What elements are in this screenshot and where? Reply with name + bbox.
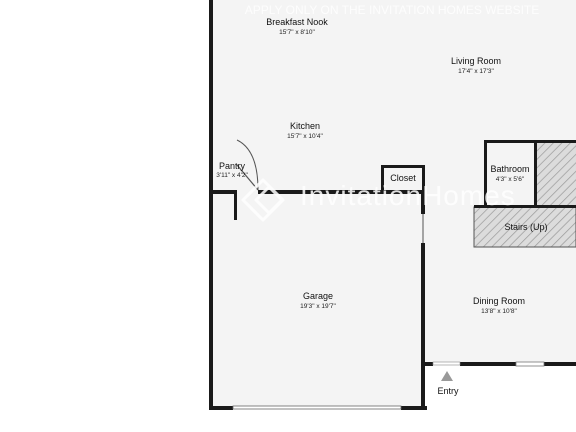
bathroom-divider-wall: [534, 140, 537, 208]
living-room-dims: 17'4" x 17'3": [458, 68, 494, 75]
stairs-top-edge: [474, 205, 576, 208]
bathroom-top-wall: [484, 140, 576, 143]
entry-arrow-icon: [441, 371, 453, 381]
garage-bottom-wall-left: [209, 406, 233, 410]
breakfast-nook-dims: 15'7" x 8'10": [279, 29, 315, 36]
room-labels: Breakfast Nook 15'7" x 8'10" Living Room…: [216, 17, 547, 396]
upper-floor-fill: [212, 0, 576, 193]
floor-area: [212, 0, 576, 408]
garage-east-wall-lower: [421, 243, 425, 410]
closet-top-wall: [381, 165, 425, 168]
dining-room-dims: 13'8" x 10'8": [481, 308, 517, 315]
dining-bottom-wall-left: [423, 362, 433, 366]
bathroom-label: Bathroom: [490, 164, 529, 174]
pantry-door-swing: [236, 164, 259, 191]
living-room-label: Living Room: [451, 56, 501, 66]
garage-dims: 19'3" x 19'7": [300, 303, 336, 310]
closet-right-wall: [422, 165, 425, 192]
breakfast-nook-label: Breakfast Nook: [266, 17, 328, 27]
entry-label: Entry: [437, 386, 459, 396]
garage-label: Garage: [303, 291, 333, 301]
watermark-banner: APPLY ONLY ON THE INVITATION HOMES WEBSI…: [245, 3, 540, 17]
garage-east-wall-upper: [421, 190, 425, 214]
bathroom-dims: 4'3" x 5'6": [496, 176, 525, 183]
garage-top-wall: [258, 190, 425, 194]
dining-window: [515, 361, 545, 367]
pantry-wall-bottom: [209, 190, 237, 194]
pantry-dims: 3'11" x 4'2": [216, 172, 248, 179]
watermark-logo-icon: [241, 178, 285, 222]
garage-door: [232, 405, 402, 410]
pantry-label: Pantry: [219, 161, 246, 171]
garage-bottom-wall-right: [401, 406, 427, 410]
bathroom-hatch: [537, 143, 576, 207]
pantry-door-jamb: [234, 193, 237, 220]
west-wall-upper: [209, 0, 213, 195]
kitchen-label: Kitchen: [290, 121, 320, 131]
watermark-logo-text: InvitationHomes: [300, 180, 516, 211]
entry-door-threshold: [432, 361, 461, 366]
west-wall-garage: [209, 190, 213, 410]
watermark: APPLY ONLY ON THE INVITATION HOMES WEBSI…: [241, 3, 540, 222]
closet-label: Closet: [390, 173, 416, 183]
bathroom-left-wall: [484, 140, 487, 208]
garage-floor-fill: [212, 193, 423, 408]
kitchen-dims: 15'7" x 10'4": [287, 133, 323, 140]
closet-left-wall: [381, 165, 384, 192]
stairs-label: Stairs (Up): [504, 222, 547, 232]
dining-room-label: Dining Room: [473, 296, 525, 306]
